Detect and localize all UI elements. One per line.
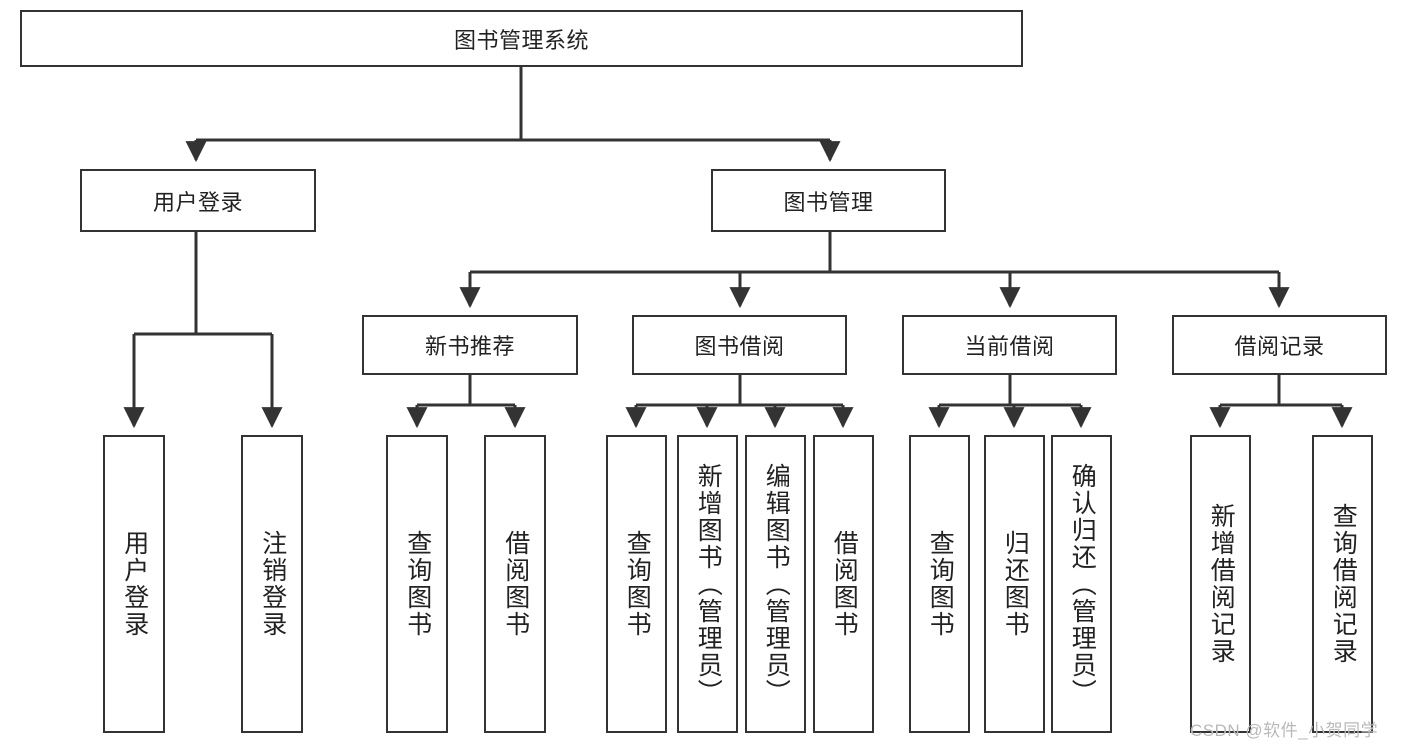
node-leaf-borrow-book[interactable]: 借阅图书 — [813, 435, 874, 733]
node-leaf-borrow-book-new[interactable]: 借阅图书 — [484, 435, 546, 733]
node-user-login[interactable]: 用户登录 — [80, 169, 316, 232]
node-label: 查询图书 — [403, 530, 432, 638]
node-leaf-add-book-admin[interactable]: 新增图书（管理员） — [677, 435, 738, 733]
node-label: 新增图书（管理员） — [694, 462, 723, 706]
node-leaf-query-book-current[interactable]: 查询图书 — [909, 435, 970, 733]
node-leaf-logout-login[interactable]: 注销登录 — [241, 435, 303, 733]
node-leaf-return-book[interactable]: 归还图书 — [984, 435, 1045, 733]
watermark: CSDN @软件_小贺同学 — [1190, 721, 1379, 740]
node-label: 编辑图书（管理员） — [762, 462, 791, 706]
node-current-borrow[interactable]: 当前借阅 — [902, 315, 1117, 375]
node-leaf-confirm-return-admin[interactable]: 确认归还（管理员） — [1051, 435, 1112, 733]
node-label: 借阅图书 — [501, 530, 530, 638]
node-book-manage[interactable]: 图书管理 — [711, 169, 946, 232]
node-label: 新增借阅记录 — [1207, 503, 1236, 665]
node-new-book-recommend[interactable]: 新书推荐 — [362, 315, 578, 375]
node-label: 借阅图书 — [830, 530, 859, 638]
node-label: 查询图书 — [926, 530, 955, 638]
node-label: 查询图书 — [623, 530, 652, 638]
node-label: 注销登录 — [258, 530, 287, 638]
node-label: 归还图书 — [1001, 530, 1030, 638]
node-leaf-query-book-borrow[interactable]: 查询图书 — [606, 435, 667, 733]
node-root[interactable]: 图书管理系统 — [20, 10, 1023, 67]
node-leaf-add-borrow-record[interactable]: 新增借阅记录 — [1190, 435, 1251, 733]
node-borrow-record[interactable]: 借阅记录 — [1172, 315, 1387, 375]
node-leaf-query-borrow-record[interactable]: 查询借阅记录 — [1312, 435, 1373, 733]
node-book-borrow[interactable]: 图书借阅 — [632, 315, 847, 375]
node-label: 确认归还（管理员） — [1068, 462, 1097, 706]
node-label: 查询借阅记录 — [1329, 503, 1358, 665]
node-leaf-user-login[interactable]: 用户登录 — [103, 435, 165, 733]
node-label: 用户登录 — [120, 530, 149, 638]
node-leaf-query-book-new[interactable]: 查询图书 — [386, 435, 448, 733]
node-leaf-edit-book-admin[interactable]: 编辑图书（管理员） — [745, 435, 806, 733]
